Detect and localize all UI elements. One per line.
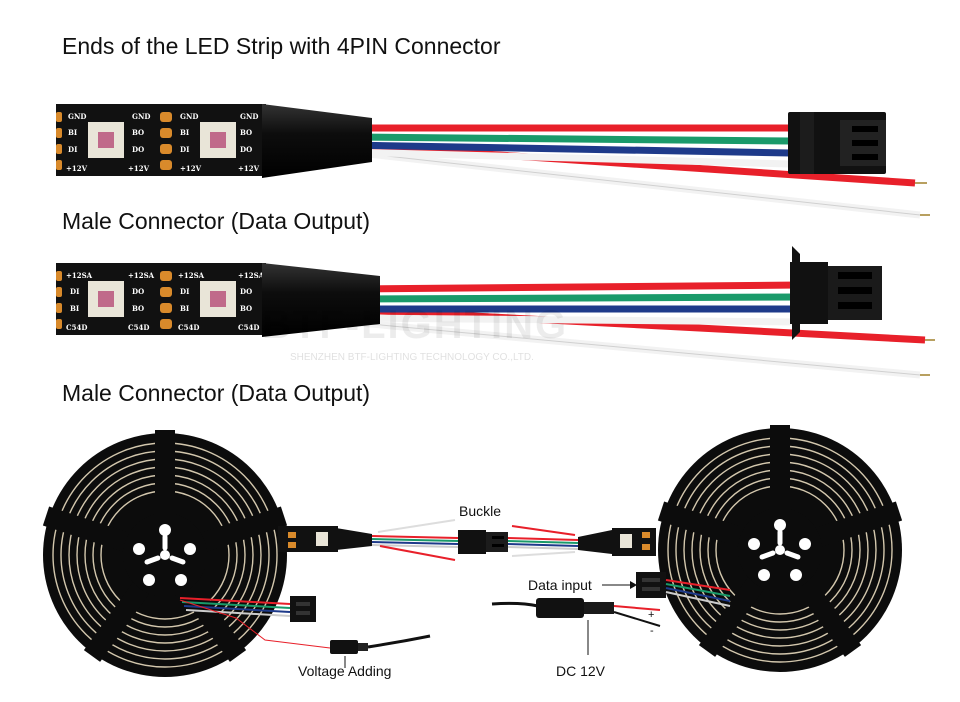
watermark-brand: BTF-LIGHTING xyxy=(262,303,568,347)
pad-label: +12V xyxy=(128,164,150,173)
pad-label: +12V xyxy=(238,164,260,173)
pad-label: BO xyxy=(240,128,252,137)
connection-diagram: Buckle Data input + - DC 12V xyxy=(42,425,903,679)
reel-hub-holes xyxy=(748,519,811,581)
pad-label: BO xyxy=(132,304,144,313)
wire-green xyxy=(349,133,791,145)
pad-label: +12SA xyxy=(238,271,265,280)
pad-label: +12SA xyxy=(66,271,93,280)
pad-label: GND xyxy=(240,112,258,121)
wire-white-edge xyxy=(349,151,921,216)
left-strip-tail xyxy=(278,526,372,552)
label-minus: - xyxy=(650,625,654,637)
rgb-led-die xyxy=(210,291,226,307)
dc-jack-body xyxy=(536,598,584,618)
wire-green xyxy=(359,293,801,303)
pad-label: C54D xyxy=(128,323,149,332)
data-input-wires xyxy=(665,579,731,607)
pad-label: BI xyxy=(68,128,77,137)
pad-label: +12V xyxy=(66,164,88,173)
heading-middle: Male Connector (Data Output) xyxy=(62,208,371,234)
voltage-plug xyxy=(330,634,431,668)
pad-label: BO xyxy=(240,304,252,313)
wires-middle xyxy=(359,281,935,379)
right-strip-head xyxy=(578,528,656,556)
pad-label: DI xyxy=(180,287,189,296)
pad-label: GND xyxy=(68,112,86,121)
pad-label: DI xyxy=(68,145,77,154)
dc-power-cable xyxy=(491,598,661,655)
pad-label: C54D xyxy=(238,323,259,332)
solder-pads xyxy=(56,271,172,329)
buckle-connector xyxy=(458,530,508,554)
female-4pin-connector xyxy=(788,112,886,174)
heading-top: Ends of the LED Strip with 4PIN Connecto… xyxy=(62,33,501,59)
heat-shrink-tube xyxy=(262,263,380,337)
watermark-company: SHENZHEN BTF-LIGHTING TECHNOLOGY CO.,LTD… xyxy=(290,352,534,363)
led-module xyxy=(200,122,236,158)
pad-label: GND xyxy=(180,112,198,121)
pad-label: DO xyxy=(132,287,144,296)
pad-label: GND xyxy=(132,112,150,121)
heat-shrink-tube xyxy=(262,104,372,178)
led-reel-right xyxy=(657,425,903,672)
buckle-wires-right xyxy=(507,525,579,557)
label-voltage-adding: Voltage Adding xyxy=(298,663,391,679)
rgb-led-die xyxy=(210,132,226,148)
buckle-wires-left xyxy=(371,519,459,561)
pad-label: C54D xyxy=(178,323,199,332)
wire-blue xyxy=(349,141,791,157)
led-module xyxy=(88,281,124,317)
wires-top xyxy=(349,124,930,219)
label-buckle: Buckle xyxy=(459,503,501,519)
wire-white-edge xyxy=(359,322,921,376)
pad-label: DO xyxy=(240,287,252,296)
wire-white-2 xyxy=(359,314,801,326)
pad-label: BI xyxy=(180,128,189,137)
led-reel-left xyxy=(42,430,288,677)
pad-label: BO xyxy=(132,128,144,137)
strip-top: GND BI DI +12V GND BO DO +12V GND BI DI … xyxy=(56,104,930,219)
voltage-connector xyxy=(290,596,316,622)
voltage-wires xyxy=(179,597,331,649)
wire-red-loose xyxy=(359,306,926,344)
rgb-led-die xyxy=(98,132,114,148)
rgb-led-die xyxy=(98,291,114,307)
pad-label: BI xyxy=(70,304,79,313)
wire-red xyxy=(359,281,801,293)
pad-label: +12SA xyxy=(178,271,205,280)
pad-label: DI xyxy=(70,287,79,296)
arrow-head xyxy=(630,581,637,589)
strip-middle: +12SA DI BI C54D +12SA DO BO C54D +12SA … xyxy=(56,246,935,379)
pad-label: DI xyxy=(180,145,189,154)
pad-label: DO xyxy=(132,145,144,154)
data-input-connector xyxy=(636,572,666,598)
pad-label: DO xyxy=(240,145,252,154)
wire-white-2 xyxy=(349,148,791,168)
heading-bottom: Male Connector (Data Output) xyxy=(62,380,371,406)
pad-label: C54D xyxy=(66,323,87,332)
label-plus: + xyxy=(648,609,654,621)
reel-hub-holes xyxy=(133,524,196,586)
led-module xyxy=(200,281,236,317)
label-dc-12v: DC 12V xyxy=(556,663,606,679)
pad-label: +12V xyxy=(180,164,202,173)
pad-label: +12SA xyxy=(128,271,155,280)
heat-shrink-tube xyxy=(336,528,372,550)
pad-label: BI xyxy=(180,304,189,313)
solder-pads xyxy=(56,112,172,170)
led-module xyxy=(88,122,124,158)
male-4pin-connector xyxy=(790,246,882,340)
label-data-input: Data input xyxy=(528,577,592,593)
